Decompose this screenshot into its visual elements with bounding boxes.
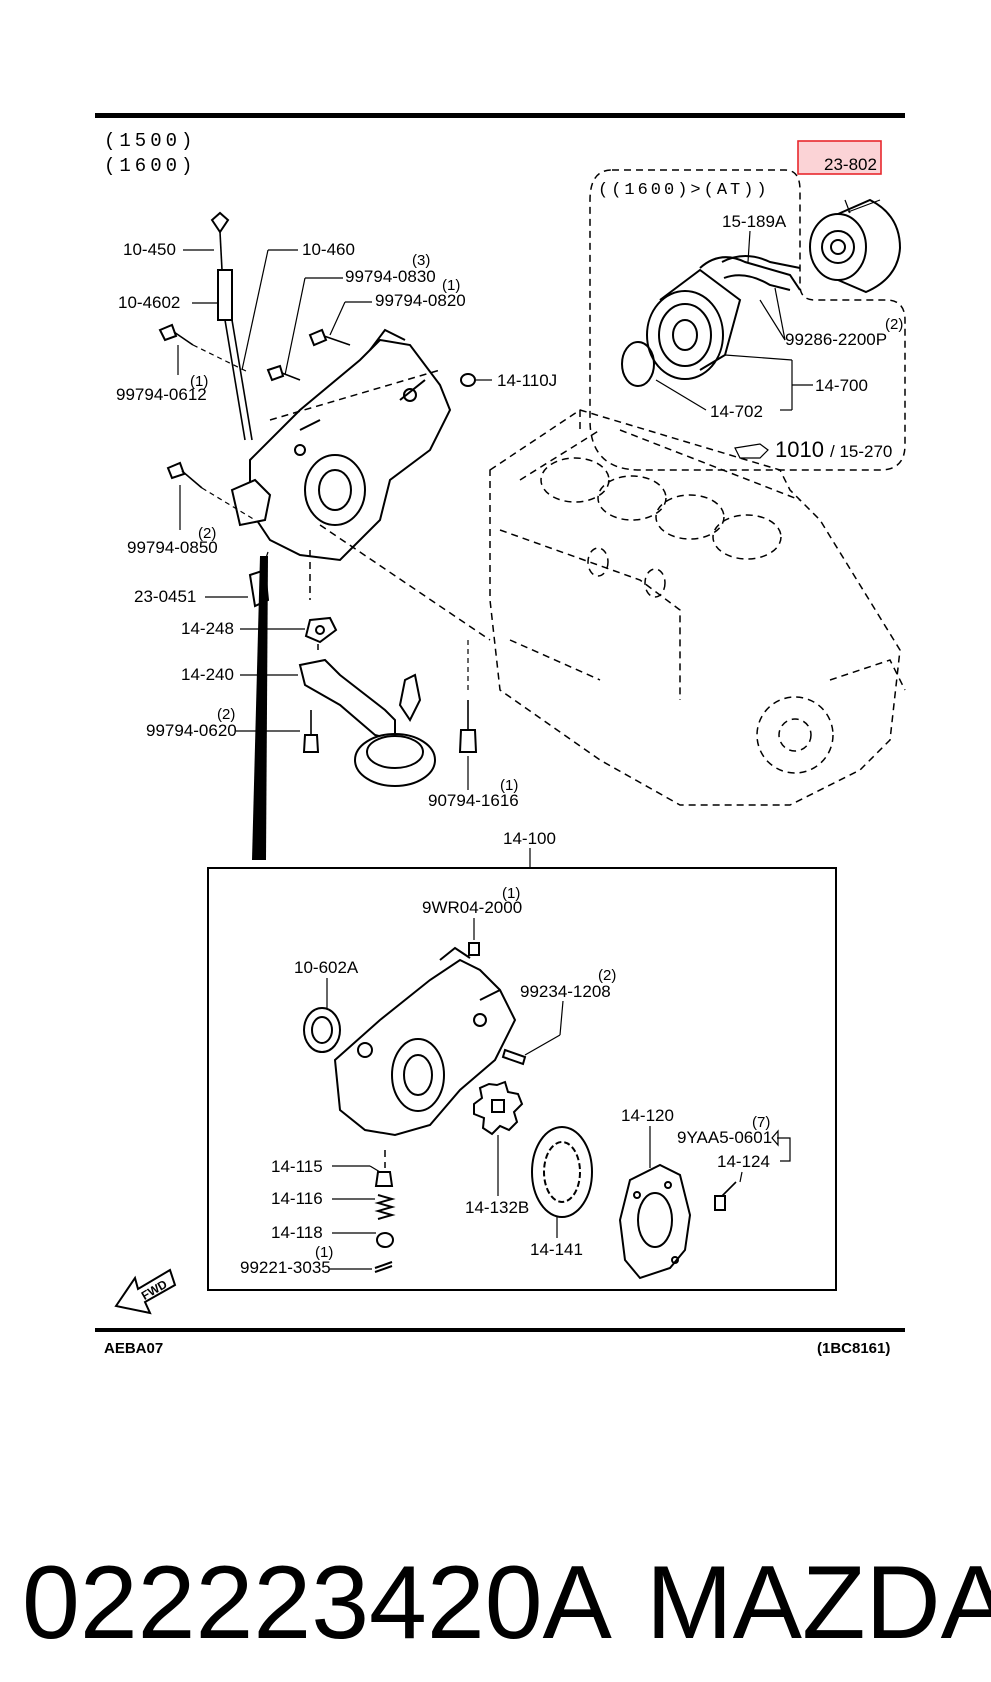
label-14-132b[interactable]: 14-132B xyxy=(465,1198,529,1217)
qty-99286: (2) xyxy=(885,316,903,333)
caption-brand: MAZDA xyxy=(646,1545,991,1661)
qty-90794-1616: (1) xyxy=(500,777,518,794)
outer-rotor-14-141-drawing[interactable] xyxy=(531,1126,593,1218)
label-14-248[interactable]: 14-248 xyxy=(181,619,234,638)
screw-9yaa5-drawing[interactable] xyxy=(714,1181,737,1211)
pump-cover-14-120-drawing[interactable] xyxy=(618,1163,692,1280)
qty-99794-0830: (3) xyxy=(412,252,430,269)
label-99794-0620[interactable]: 99794-0620 xyxy=(146,721,237,740)
label-14-120[interactable]: 14-120 xyxy=(621,1106,674,1125)
label-10-460[interactable]: 10-460 xyxy=(302,240,355,259)
label-99794-0850[interactable]: 99794-0850 xyxy=(127,538,218,557)
label-10-602a[interactable]: 10-602A xyxy=(294,958,359,977)
caption-part-number: 022223420A xyxy=(22,1545,613,1661)
plug-14-115-drawing[interactable] xyxy=(374,1171,394,1187)
label-10-4602[interactable]: 10-4602 xyxy=(118,293,180,312)
bolt-99794-0620-drawing[interactable] xyxy=(302,710,320,753)
dipstick-drawing[interactable] xyxy=(210,211,272,527)
bottom-rule xyxy=(95,1328,905,1332)
qty-99794-0612: (1) xyxy=(190,373,208,390)
pointing-hand-icon xyxy=(734,443,769,459)
qty-9wr04: (1) xyxy=(502,885,520,902)
footer-right-code: (1BC8161) xyxy=(817,1340,890,1357)
label-10-450[interactable]: 10-450 xyxy=(123,240,176,259)
label-99221-3035[interactable]: 99221-3035 xyxy=(240,1258,331,1277)
label-14-700[interactable]: 14-700 xyxy=(815,376,868,395)
cross-ref-15-270[interactable]: / 15-270 xyxy=(830,442,892,461)
label-14-110j[interactable]: 14-110J xyxy=(497,371,557,390)
oil-cooler-drawing[interactable] xyxy=(621,256,801,387)
plug-9wr04-drawing[interactable] xyxy=(468,942,480,956)
label-14-115[interactable]: 14-115 xyxy=(271,1157,323,1176)
pin-99234-drawing[interactable] xyxy=(501,1048,527,1066)
footer-left-code: AEBA07 xyxy=(104,1340,163,1357)
label-14-118[interactable]: 14-118 xyxy=(271,1223,323,1242)
oil-filter-drawing[interactable] xyxy=(809,198,902,294)
pin-99221-drawing[interactable] xyxy=(374,1261,393,1273)
detail-oil-pump-body-drawing[interactable] xyxy=(333,946,517,1137)
inset-dashed-boundary xyxy=(589,169,906,471)
cross-ref-1010[interactable]: 1010 xyxy=(775,437,824,462)
bolt-99794-0612-drawing[interactable] xyxy=(158,323,249,373)
oil-seal-10-602a-drawing[interactable] xyxy=(303,1007,341,1053)
variant-1600: (1600) xyxy=(104,155,196,177)
part-label-23-802[interactable]: 23-802 xyxy=(824,155,877,174)
qty-9yaa5: (7) xyxy=(752,1114,770,1131)
label-99794-0820[interactable]: 99794-0820 xyxy=(375,291,466,310)
qty-99794-0820: (1) xyxy=(442,277,460,294)
label-14-702[interactable]: 14-702 xyxy=(710,402,763,421)
inset-condition: ((1600)>(AT)) xyxy=(598,181,770,200)
forward-arrow-icon: FWD xyxy=(114,1268,177,1315)
bolt-99794-0830-drawing[interactable] xyxy=(308,328,351,347)
label-23-0451[interactable]: 23-0451 xyxy=(134,587,196,606)
engine-block-outline xyxy=(489,409,906,806)
label-15-189a[interactable]: 15-189A xyxy=(722,212,787,231)
qty-99234: (2) xyxy=(598,967,616,984)
spring-14-116-drawing[interactable] xyxy=(374,1194,396,1220)
detail-box xyxy=(207,867,837,1291)
qty-99794-0620: (2) xyxy=(217,706,235,723)
label-14-141[interactable]: 14-141 xyxy=(530,1240,583,1259)
label-90794-1616[interactable]: 90794-1616 xyxy=(428,791,519,810)
oil-strainer-14-240-drawing[interactable] xyxy=(298,658,436,787)
label-99234-1208[interactable]: 99234-1208 xyxy=(520,982,611,1001)
gasket-14-248-drawing[interactable] xyxy=(304,616,338,644)
label-14-116[interactable]: 14-116 xyxy=(271,1189,323,1208)
label-99794-0612[interactable]: 99794-0612 xyxy=(116,385,207,404)
bolt-90794-1616-drawing[interactable] xyxy=(458,640,478,753)
qty-99221: (1) xyxy=(315,1244,333,1261)
label-14-100[interactable]: 14-100 xyxy=(503,829,556,848)
bolt-99794-0820-drawing[interactable] xyxy=(266,364,301,382)
gasket-14-110j-drawing[interactable] xyxy=(460,373,476,387)
hose-15-189a[interactable] xyxy=(721,255,801,291)
variant-1500: (1500) xyxy=(104,130,196,152)
qty-99794-0850: (2) xyxy=(198,525,216,542)
oil-pump-body-drawing[interactable] xyxy=(249,328,452,562)
label-9yaa5-0601[interactable]: 9YAA5-0601 xyxy=(677,1128,772,1147)
label-14-240[interactable]: 14-240 xyxy=(181,665,234,684)
label-14-124[interactable]: 14-124 xyxy=(717,1152,770,1171)
detail-pointer xyxy=(252,556,268,860)
bolt-99794-0850-drawing[interactable] xyxy=(166,461,256,521)
plunger-14-118-drawing[interactable] xyxy=(376,1232,394,1248)
top-rule xyxy=(95,113,905,118)
label-99286-2200p[interactable]: 99286-2200P xyxy=(785,330,887,349)
highlight-box[interactable] xyxy=(797,140,882,175)
inner-gear-14-132b-drawing[interactable] xyxy=(473,1080,524,1136)
label-99794-0830[interactable]: 99794-0830 xyxy=(345,267,436,286)
label-9wr04-2000[interactable]: 9WR04-2000 xyxy=(422,898,522,917)
